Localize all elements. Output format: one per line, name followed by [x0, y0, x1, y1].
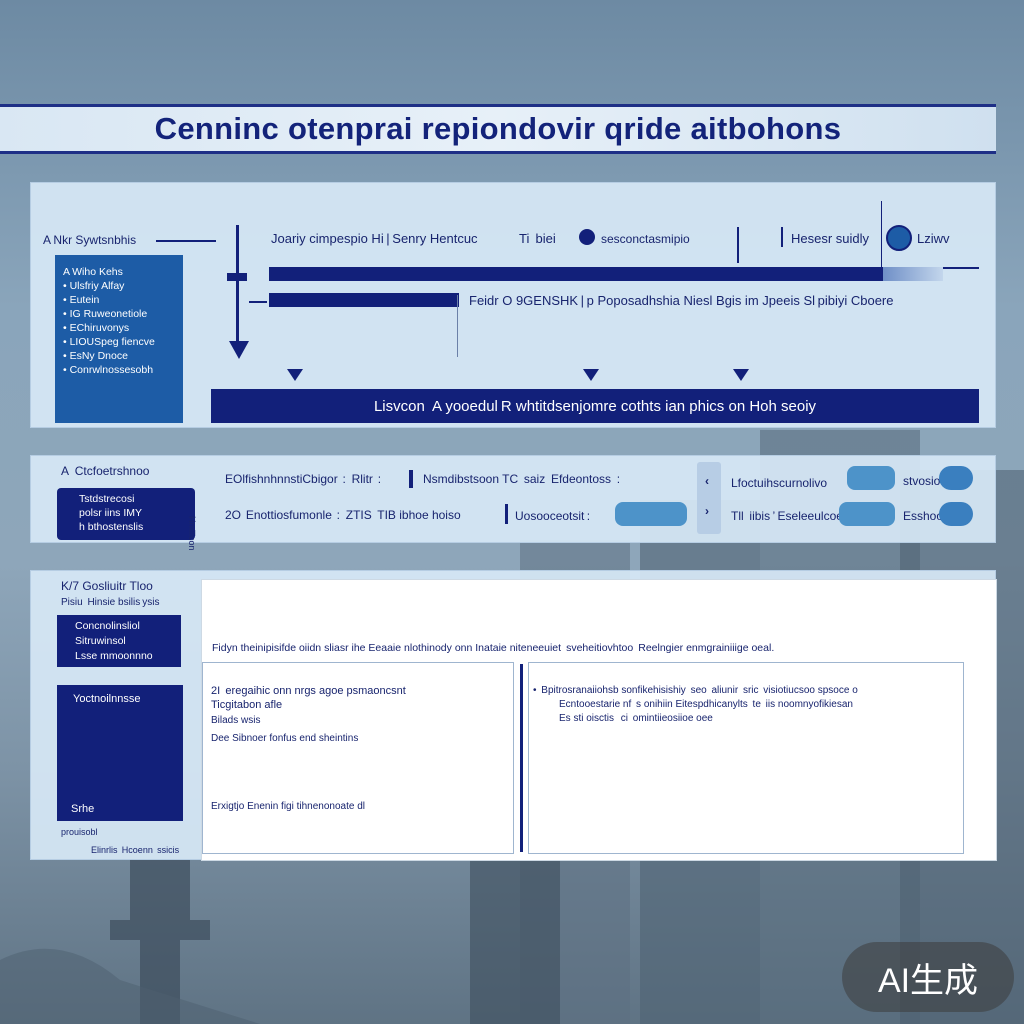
document-line: Fidyn theinipisifde oiidn sliasr ihe Eea…	[212, 642, 775, 654]
arrow-down-icon	[229, 341, 249, 359]
documents-footer-1: prouisobl	[61, 827, 98, 837]
right-col-line: Es sti oisctis ci omintiieosiioe oee	[559, 713, 713, 724]
row2-mid: Uosooceotsit :	[515, 509, 591, 523]
side-list-box: A Wiho Kehs • Ulsfriy Alfay • Eutein • I…	[55, 255, 183, 423]
side-item: • Conrwlnossesobh	[63, 364, 154, 376]
side-item: • EChiruvonys	[63, 322, 130, 334]
left-col-footer: Erxigtjo Enenin figi tihnenonoate dl	[211, 801, 365, 812]
left-col-line: 2I eregaihic onn nrgs agoe psmaoncsnt	[211, 685, 406, 697]
row1-right: Lfoctuihscurnolivo	[731, 476, 828, 490]
side-item: • Ulsfriy Alfay	[63, 280, 125, 292]
scroll-handle[interactable]	[697, 462, 721, 534]
row1-pill-button[interactable]	[939, 466, 973, 490]
flow-top-text-3: sesconctasmipio	[601, 232, 690, 246]
documents-box-1: Concnolinsliol Sitruwinsol Lsse mmoonnno	[57, 615, 181, 667]
row1-tail: stvosio	[903, 474, 941, 488]
box-line: polsr iins IMY	[79, 507, 143, 519]
flow-left-label: A Nkr Sywtsnbhis	[43, 233, 137, 247]
arrow-down-icon	[733, 369, 749, 381]
arrow-down-icon	[583, 369, 599, 381]
connector-line	[156, 240, 216, 242]
column-divider	[520, 664, 523, 852]
box-line: h bthostenslis	[79, 521, 144, 533]
dashed-marker	[881, 201, 882, 271]
left-col-line: Dee Sibnoer fonfus end sheintins	[211, 733, 359, 744]
row1-lead: EOlfishnhnnstiCbigor : Rlitr :	[225, 472, 382, 486]
row1-toggle[interactable]	[847, 466, 895, 490]
left-col-line: Bilads wsis	[211, 715, 261, 726]
box-line: Tstdstrecosi	[79, 493, 135, 505]
document-view: Fidyn theinipisifde oiidn sliasr ihe Eea…	[201, 579, 997, 861]
circle-icon	[579, 229, 595, 245]
flow-top-text-5: Lziwv	[917, 231, 950, 246]
title-banner: Cenninc otenprai repiondovir qride aitbo…	[0, 104, 996, 154]
side-item: • IG Ruweonetiole	[63, 308, 148, 320]
vertical-arrow-line	[236, 225, 239, 345]
flow-top-text-1: Joariy cimpespio Hi | Senry Hentcuc	[271, 231, 478, 246]
ai-generated-badge: AI生成	[842, 942, 1014, 1012]
box-line: Lsse mmoonnno	[75, 650, 153, 662]
documents-panel: K/7 Gosliuitr Tloo Pisiu Hinsie bsilis y…	[30, 570, 997, 861]
box-line: Concnolinsliol	[75, 620, 140, 632]
side-item: • EsNy Dnoce	[63, 350, 128, 362]
side-item: A Wiho Kehs	[63, 266, 123, 278]
box-2-title: Yoctnoilnnsse	[73, 693, 141, 705]
progress-bar-secondary	[269, 293, 459, 307]
row2-tail: Esshoo	[903, 509, 944, 523]
flow-output-text: Lisvcon A yooedul R whtitdsenjomre cotht…	[373, 397, 817, 415]
arrow-down-icon	[287, 369, 303, 381]
parameters-panel: A Ctcfoetrshnoo Tstdstrecosi polsr iins …	[30, 455, 996, 551]
connector-line	[943, 267, 979, 269]
page-title: Cenninc otenprai repiondovir qride aitbo…	[154, 111, 842, 146]
divider-line	[457, 295, 458, 357]
side-item: • Eutein	[63, 294, 100, 306]
arrow-stub	[249, 301, 267, 303]
circle-icon	[886, 225, 912, 251]
flow-output-bar: Lisvcon A yooedul R whtitdsenjomre cotht…	[211, 389, 979, 423]
parameters-box: Tstdstrecosi polsr iins IMY h bthostensl…	[57, 488, 195, 540]
flow-panel: A Nkr Sywtsnbhis A Wiho Kehs • Ulsfriy A…	[30, 182, 996, 428]
row2-toggle[interactable]	[615, 502, 687, 526]
documents-header: K/7 Gosliuitr Tloo	[61, 579, 153, 593]
progress-bar-primary	[269, 267, 883, 281]
side-item: • LIOUSpeg fiencve	[63, 336, 155, 348]
parameters-header: A Ctcfoetrshnoo	[61, 464, 150, 478]
row2-right: Tll iibis ’ Eseleeulcoe	[731, 509, 843, 523]
documents-footer-2: Elinrlis Hcoenn ssicis	[91, 845, 180, 855]
arrow-crossbar	[227, 273, 247, 281]
marker-icon	[505, 504, 508, 524]
documents-subheader: Pisiu Hinsie bsilis ysis	[61, 597, 160, 608]
documents-box-2: Yoctnoilnnsse Srhe	[57, 685, 183, 821]
flow-mid-text: Feidr O 9GENSHK | p Poposadhshia Niesl B…	[469, 293, 894, 308]
right-col-line: • Bpitrosranaiiohsb sonfikehisishiy seo …	[533, 685, 858, 696]
document-right-column: • Bpitrosranaiiohsb sonfikehisishiy seo …	[528, 662, 964, 854]
left-col-line: Ticgitabon afle	[211, 699, 283, 711]
row1-mid: Nsmdibstsoon TC saiz Efdeontoss :	[423, 472, 623, 486]
flow-top-text-2: Ti biei	[519, 231, 556, 246]
flow-top-text-4: Hesesr suidly	[791, 231, 870, 246]
vertical-label: Hmllicon	[187, 516, 197, 551]
chevron-right-icon: ›	[705, 504, 709, 518]
chevron-left-icon: ‹	[705, 474, 709, 488]
row2-input[interactable]	[839, 502, 895, 526]
divider-line	[781, 227, 783, 247]
document-left-column: 2I eregaihic onn nrgs agoe psmaoncsnt Ti…	[202, 662, 514, 854]
box-line: Sitruwinsol	[75, 635, 126, 647]
progress-bar-fade	[883, 267, 943, 281]
marker-icon	[409, 470, 413, 488]
right-col-line: Ecntooestarie nf s onihiin Eitespdhicany…	[559, 699, 853, 710]
row2-lead: 2O Enottiosfumonle : ZTIS TIB ibhoe hois…	[225, 508, 461, 522]
row2-pill-button[interactable]	[939, 502, 973, 526]
divider-line	[737, 227, 739, 263]
box-2-footer: Srhe	[71, 803, 95, 815]
